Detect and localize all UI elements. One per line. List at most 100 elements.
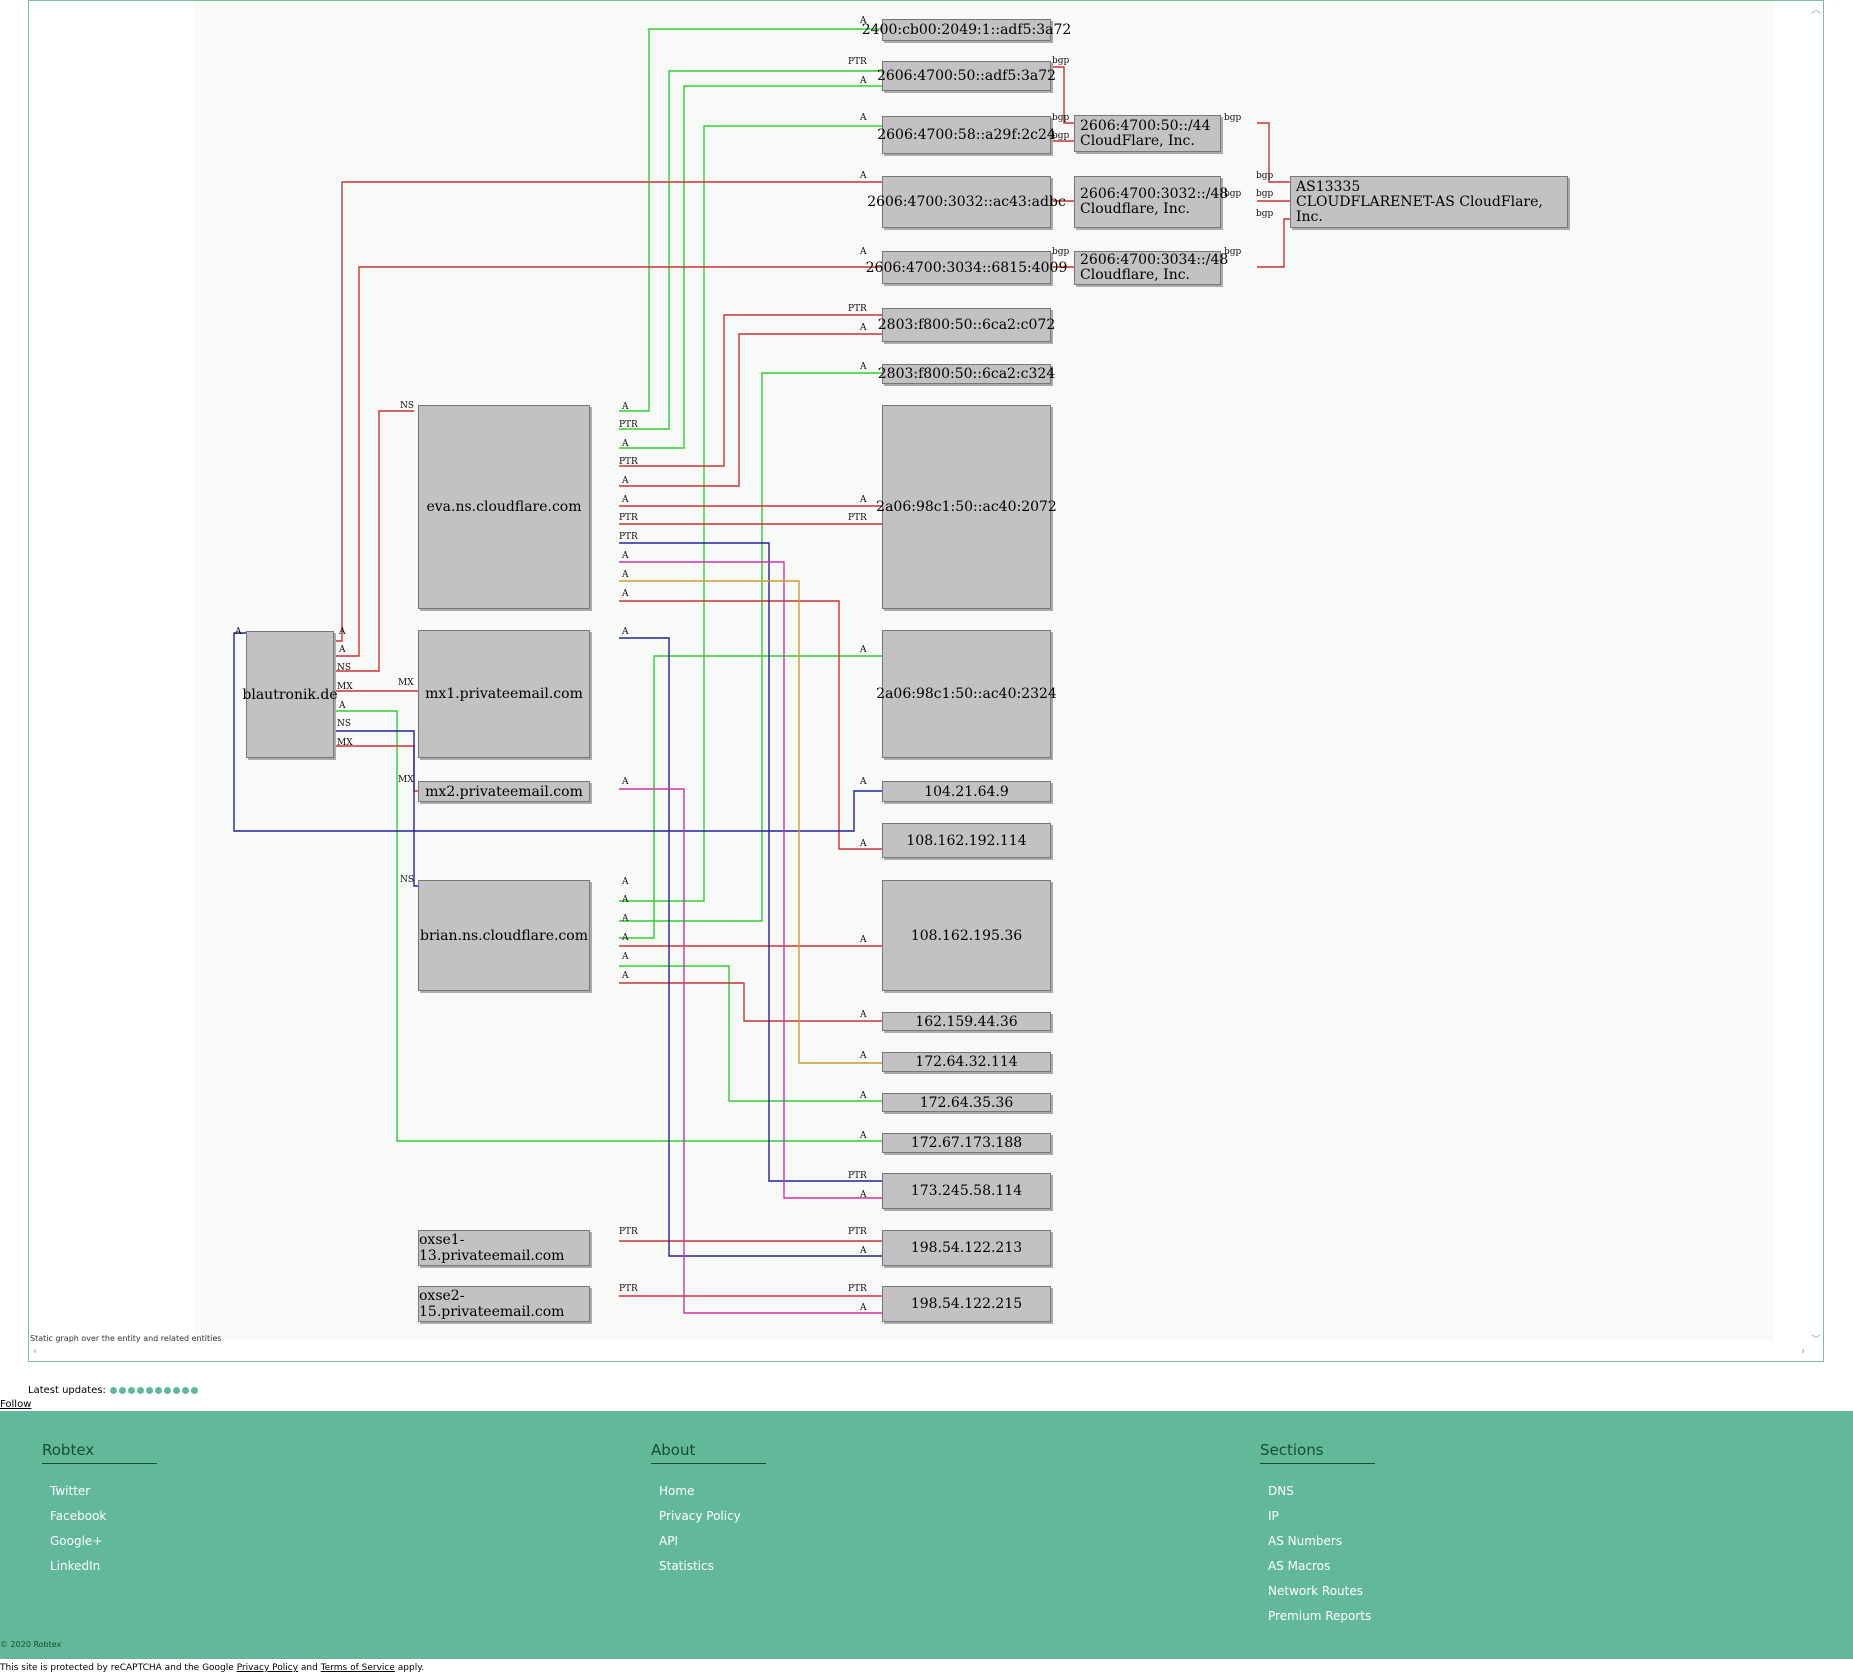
update-dot[interactable] — [145, 1387, 153, 1394]
footer-link-twitter[interactable]: Twitter — [50, 1484, 91, 1498]
edge-label-a: A — [622, 589, 629, 599]
scroll-right-icon[interactable]: › — [1801, 1346, 1805, 1357]
node-eva-ns[interactable]: eva.ns.cloudflare.com — [418, 405, 590, 609]
node-ipv6-2606-58[interactable]: 2606:4700:58::a29f:2c24 — [877, 116, 1056, 154]
edge-label-ns: NS — [337, 719, 352, 729]
edge-label-a: A — [622, 570, 629, 580]
update-dot[interactable] — [127, 1387, 135, 1394]
node-blautronik[interactable]: blautronik.de — [242, 631, 338, 758]
footer-link-home[interactable]: Home — [659, 1484, 695, 1498]
edge-label-a: A — [860, 1010, 867, 1020]
edge-label-a: A — [860, 1091, 867, 1101]
edge-label-a: A — [235, 627, 242, 637]
edge-label-ptr: PTR — [848, 1171, 867, 1181]
node-ipv6-2400[interactable]: 2400:cb00:2049:1::adf5:3a72 — [862, 19, 1071, 41]
node-ip-173[interactable]: 173.245.58.114 — [882, 1173, 1051, 1209]
scroll-up-icon[interactable]: ︿ — [1811, 5, 1821, 16]
node-ip-172-67[interactable]: 172.67.173.188 — [882, 1133, 1051, 1153]
follow-link[interactable]: Follow — [0, 1399, 32, 1410]
node-ipv6-2803-c072[interactable]: 2803:f800:50::6ca2:c072 — [878, 308, 1055, 342]
node-ip-104[interactable]: 104.21.64.9 — [882, 781, 1051, 802]
node-ip-172-64-32[interactable]: 172.64.32.114 — [882, 1052, 1051, 1072]
footer-link-googleplus[interactable]: Google+ — [50, 1534, 103, 1548]
node-ip-108-195[interactable]: 108.162.195.36 — [882, 880, 1051, 991]
graph-viewport[interactable]: 2400:cb00:2049:1::adf5:3a72 2606:4700:50… — [28, 0, 1824, 1362]
update-dot[interactable] — [109, 1387, 117, 1394]
edge-label-a: A — [622, 476, 629, 486]
footer-sections: Sections DNS IP AS Numbers AS Macros Net… — [1260, 1441, 1375, 1634]
node-ipv6-2606-50[interactable]: 2606:4700:50::adf5:3a72 — [877, 61, 1056, 91]
footer-link-statistics[interactable]: Statistics — [659, 1559, 714, 1573]
node-ipv6-2a06-2072[interactable]: 2a06:98c1:50::ac40:2072 — [876, 405, 1057, 609]
terms-of-service-link[interactable]: Terms of Service — [320, 1663, 395, 1673]
footer-about-title: About — [651, 1441, 766, 1464]
edge-label-bgp: bgp — [1052, 113, 1070, 123]
update-dot[interactable] — [118, 1387, 126, 1394]
node-ip-198-215[interactable]: 198.54.122.215 — [882, 1286, 1051, 1322]
footer-link-dns[interactable]: DNS — [1268, 1484, 1294, 1498]
edge-label-bgp: bgp — [1224, 247, 1242, 257]
edge-label-ns: NS — [400, 401, 415, 411]
update-dot[interactable] — [136, 1387, 144, 1394]
edge-label-bgp: bgp — [1256, 209, 1274, 219]
edge-label-a: A — [860, 362, 867, 372]
node-ipv6-2606-3032[interactable]: 2606:4700:3032::ac43:adbc — [867, 176, 1066, 228]
footer-link-ip[interactable]: IP — [1268, 1509, 1279, 1523]
edge-label-ptr: PTR — [848, 304, 867, 314]
footer-robtex-title: Robtex — [42, 1441, 157, 1464]
edge-label-a: A — [622, 777, 629, 787]
edge-label-a: A — [860, 777, 867, 787]
update-dot[interactable] — [163, 1387, 171, 1394]
node-ip-162[interactable]: 162.159.44.36 — [882, 1012, 1051, 1031]
footer-link-as-macros[interactable]: AS Macros — [1268, 1559, 1331, 1573]
edge-label-a: A — [860, 16, 867, 26]
node-mx2[interactable]: mx2.privateemail.com — [418, 781, 590, 802]
node-mx1[interactable]: mx1.privateemail.com — [418, 630, 590, 758]
edge-label-mx: MX — [337, 682, 353, 692]
edge-label-a: A — [622, 402, 629, 412]
edge-label-ptr: PTR — [848, 1284, 867, 1294]
node-ipv6-2606-3034[interactable]: 2606:4700:3034::6815:4009 — [866, 251, 1067, 284]
graph-edges — [233, 28, 1294, 1314]
footer-link-premium-reports[interactable]: Premium Reports — [1268, 1609, 1372, 1623]
footer-link-privacy[interactable]: Privacy Policy — [659, 1509, 741, 1523]
footer-link-facebook[interactable]: Facebook — [50, 1509, 107, 1523]
update-dot[interactable] — [190, 1387, 198, 1394]
edge-label-ns: NS — [337, 663, 352, 673]
footer-link-linkedin[interactable]: LinkedIn — [50, 1559, 101, 1573]
edge-label-a: A — [860, 171, 867, 181]
edge-label-mx: MX — [398, 775, 414, 785]
footer: Robtex Twitter Facebook Google+ LinkedIn… — [0, 1411, 1853, 1659]
recaptcha-notice: This site is protected by reCAPTCHA and … — [0, 1663, 425, 1673]
node-brian-ns[interactable]: brian.ns.cloudflare.com — [418, 880, 590, 991]
vertical-scrollbar[interactable]: ︿ ﹀ — [1807, 1, 1823, 1346]
edge-label-a: A — [860, 645, 867, 655]
node-ip-198-213[interactable]: 198.54.122.213 — [882, 1230, 1051, 1266]
update-dot[interactable] — [181, 1387, 189, 1394]
node-ip-108-192[interactable]: 108.162.192.114 — [882, 823, 1051, 858]
scroll-left-icon[interactable]: ‹ — [33, 1346, 37, 1357]
update-dot[interactable] — [172, 1387, 180, 1394]
footer-about: About Home Privacy Policy API Statistics — [651, 1441, 766, 1584]
footer-sections-title: Sections — [1260, 1441, 1375, 1464]
node-ipv6-2a06-2324[interactable]: 2a06:98c1:50::ac40:2324 — [876, 630, 1057, 758]
node-ipv6-2803-c324[interactable]: 2803:f800:50::6ca2:c324 — [877, 364, 1056, 384]
scroll-down-icon[interactable]: ﹀ — [1811, 1335, 1821, 1346]
edge-label-a: A — [860, 1303, 867, 1313]
edge-label-a: A — [622, 627, 629, 637]
node-ip-172-64-35[interactable]: 172.64.35.36 — [882, 1093, 1051, 1112]
node-oxse1[interactable]: oxse1-13.privateemail.com — [418, 1230, 590, 1266]
footer-link-as-numbers[interactable]: AS Numbers — [1268, 1534, 1343, 1548]
node-oxse2[interactable]: oxse2-15.privateemail.com — [418, 1286, 590, 1322]
edge-label-a: A — [622, 971, 629, 981]
footer-link-api[interactable]: API — [659, 1534, 678, 1548]
footer-link-network-routes[interactable]: Network Routes — [1268, 1584, 1364, 1598]
privacy-policy-link[interactable]: Privacy Policy — [236, 1663, 299, 1673]
update-dot[interactable] — [154, 1387, 162, 1394]
edge-label-ptr: PTR — [619, 1284, 638, 1294]
horizontal-scrollbar[interactable]: ‹ › — [29, 1345, 1809, 1361]
